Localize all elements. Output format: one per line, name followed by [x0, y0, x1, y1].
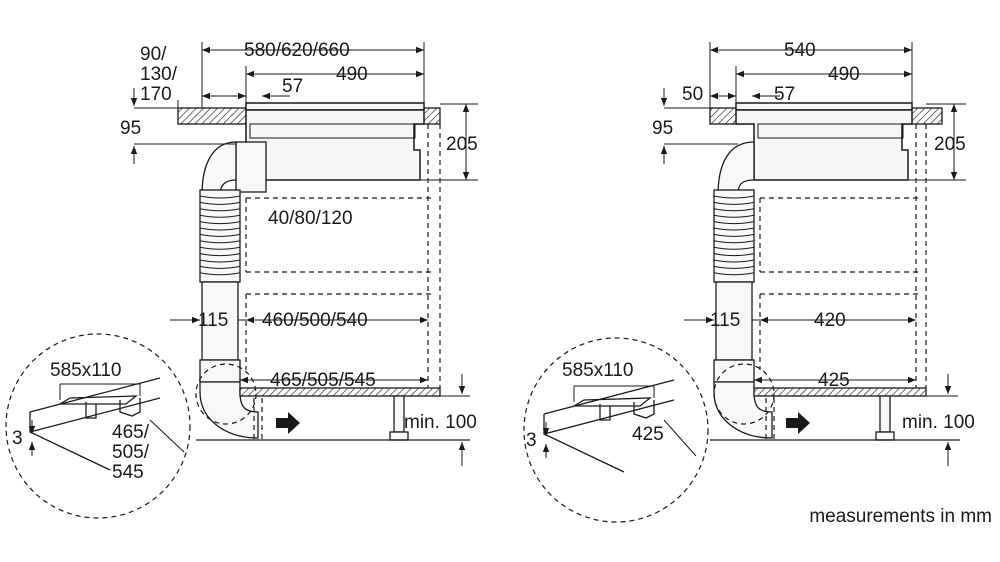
- duct-elbow-top: [717, 141, 755, 196]
- label-unit-height: 205: [446, 134, 478, 155]
- label-plinth-min: min. 100: [902, 412, 975, 433]
- right-drawing: [523, 42, 966, 523]
- hob-unit: [735, 109, 913, 181]
- label-worktop-thickness: 95: [652, 118, 673, 139]
- duct-elbow-bottom: [199, 381, 259, 439]
- label-detail-cutout: 585x110: [562, 360, 634, 381]
- label-offsets: 90/130/170: [140, 44, 178, 105]
- detail-circle: [523, 337, 709, 523]
- label-cabinet-width: 420: [814, 310, 846, 331]
- label-plinth-min: min. 100: [404, 412, 477, 433]
- label-detail-width: 465/505/545: [112, 422, 150, 483]
- duct-connector: [235, 141, 267, 193]
- label-hob-offset: 57: [774, 84, 795, 105]
- detail-circle: [5, 333, 191, 519]
- label-plinth-width: 465/505/545: [270, 370, 376, 391]
- label-detail-depth: 3: [526, 430, 537, 451]
- cabinet-base: [753, 387, 927, 397]
- label-duct-offset: 115: [198, 310, 228, 331]
- label-detail-width: 425: [632, 424, 664, 445]
- hob-glass: [735, 102, 913, 111]
- duct-pipe: [715, 281, 753, 361]
- label-cabinet-width: 460/500/540: [262, 310, 368, 331]
- flexible-hose: [199, 189, 241, 283]
- label-plinth-width: 425: [818, 370, 850, 391]
- left-drawing: [5, 42, 478, 519]
- label-detail-cutout: 585x110: [50, 360, 122, 381]
- detail-source-circle: [195, 363, 257, 425]
- cabinet-foot: [393, 395, 405, 433]
- cabinet-base: [239, 387, 441, 397]
- hob-unit: [245, 109, 425, 181]
- flexible-hose: [713, 189, 755, 283]
- unit-inner: [757, 123, 904, 139]
- label-overall-width: 540: [784, 40, 816, 61]
- duct-elbow-top: [201, 141, 237, 196]
- label-worktop-thickness: 95: [120, 118, 141, 139]
- label-overall-width: 580/620/660: [244, 40, 350, 61]
- label-inner-width: 490: [336, 64, 368, 85]
- unit-inner: [249, 123, 416, 139]
- label-detail-depth: 3: [12, 428, 23, 449]
- airflow-arrow-icon: [786, 412, 810, 434]
- duct-pipe-lower: [713, 359, 755, 383]
- label-gap: 40/80/120: [268, 208, 353, 229]
- label-duct-offset: 115: [710, 310, 740, 331]
- measurements-note: measurements in mm: [809, 506, 992, 527]
- duct-elbow-bottom: [713, 381, 773, 439]
- label-unit-height: 205: [934, 134, 966, 155]
- hob-glass: [245, 102, 425, 111]
- label-offset: 50: [682, 84, 703, 105]
- detail-source-circle: [713, 363, 775, 425]
- label-hob-offset: 57: [282, 76, 303, 97]
- label-inner-width: 490: [828, 64, 860, 85]
- airflow-arrow-icon: [276, 412, 300, 434]
- cabinet-foot: [879, 395, 891, 433]
